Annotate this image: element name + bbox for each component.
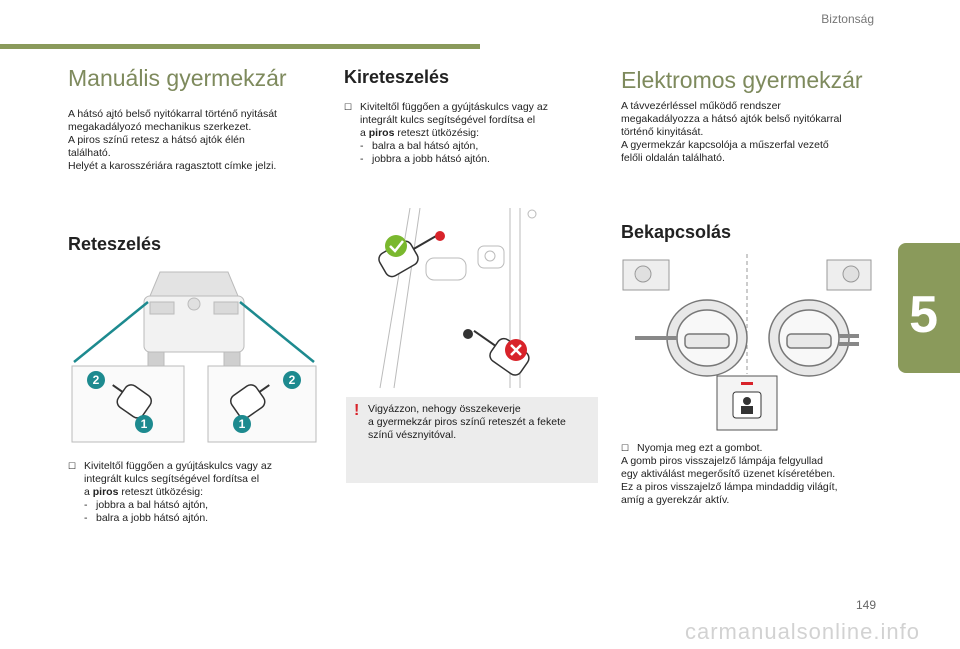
black-latch [463,329,473,339]
activation-line: Ez a piros visszajelző lámpa mindaddig v… [621,481,838,493]
chapter-number: 5 [909,286,938,344]
key-icon-right [230,384,270,419]
child-lock-button-icon [716,375,778,431]
manual-lock-intro: A hátsó ajtó belső nyitókarral történő n… [68,108,318,173]
car-rear-outline [143,271,245,369]
instruction-marker-icon: ☐ [621,443,630,453]
chapter-tab [898,243,960,373]
unlock-lead-text: Kiviteltől függően a gyújtáskulcs vagy a… [360,101,548,139]
section-label: Biztonság [821,12,874,26]
intro-line: A távvezérléssel működő rendszer [621,100,781,112]
intro-line: Helyét a karosszériára ragasztott címke … [68,160,277,172]
svg-text:2: 2 [289,373,296,387]
unlock-heading: Kireteszelés [344,67,450,87]
intro-line: található. [68,147,111,159]
unlock-item: -balra a bal hátsó ajtón, [360,140,479,152]
instruction-marker-icon: ☐ [68,461,77,471]
key-icon-left [112,384,152,419]
dashboard-button-illustration [622,254,872,431]
warning-line: a gyermekzár piros színű reteszét a feke… [368,416,566,428]
callout-2-left: 2 [87,371,105,389]
teal-guide-left [73,301,149,363]
mini-steering-wheel-left-icon [622,259,670,291]
lock-lead-text: Kiviteltől függően a gyújtáskulcs vagy a… [84,460,272,498]
lock-item: -balra a jobb hátsó ajtón. [84,512,209,524]
door-edge-illustration [378,208,537,389]
callout-2-right: 2 [283,371,301,389]
callout-1-left: 1 [135,415,153,433]
intro-line: A piros színű retesz a hátsó ajtók élén [68,134,245,146]
activation-line: A gomb piros visszajelző lámpája felgyul… [621,455,823,467]
check-icon [385,235,407,257]
intro-line: felőli oldalán található. [621,152,725,164]
activation-line: amíg a gyerekzár aktív. [621,494,730,506]
intro-line: A hátsó ajtó belső nyitókarral történő n… [68,108,277,120]
electric-lock-title: Elektromos gyermekzár [621,67,863,93]
unlock-instructions: ☐ Kiviteltől függően a gyújtáskulcs vagy… [344,101,594,166]
intro-line: megakadályozó mechanikus szerkezet. [68,121,252,133]
cross-icon [505,339,527,361]
key-icon-correct [378,235,437,278]
warning-line: színű vésznyitóval. [368,429,457,441]
mini-steering-wheel-right-icon [826,259,872,291]
intro-line: történő kinyitását. [621,126,704,138]
warning-line: Vigyázzon, nehogy összekeverje [368,403,521,415]
instruction-marker-icon: ☐ [344,102,353,112]
steering-wheel-left-icon [666,299,748,377]
activation-instructions: ☐ Nyomja meg ezt a gombot. A gomb piros v… [621,442,881,507]
activation-lead: Nyomja meg ezt a gombot. [637,442,763,454]
lock-heading: Reteszelés [68,234,162,254]
callout-1-right: 1 [233,415,251,433]
activation-heading: Bekapcsolás [621,222,732,242]
electric-lock-intro: A távvezérléssel működő rendszer megakad… [621,100,879,165]
red-latch-top [435,231,445,241]
intro-line: A gyermekzár kapcsolója a műszerfal veze… [621,139,829,151]
svg-text:1: 1 [141,417,148,431]
unlock-item: -jobbra a jobb hátsó ajtón. [360,153,490,165]
activation-line: egy aktiválást megerősítő üzenet kíséret… [621,468,836,480]
page-number: 149 [855,598,876,612]
svg-text:2: 2 [93,373,100,387]
steering-wheel-right-icon [768,299,850,377]
lock-instructions: ☐ Kiviteltől függően a gyújtáskulcs vagy… [68,460,324,525]
dash-stalk-marks [635,334,859,346]
header-accent-bar [0,44,480,49]
watermark: carmanualsonline.info [684,619,920,644]
warning-icon: ! [354,402,360,419]
intro-line: megakadályozza a hátsó ajtók belső nyitó… [621,113,842,125]
teal-guide-right [239,301,315,363]
manual-lock-title: Manuális gyermekzár [68,65,287,91]
svg-text:1: 1 [239,417,246,431]
rear-car-illustration: 2 1 2 1 [71,271,317,443]
lock-item: -jobbra a bal hátsó ajtón, [84,499,209,511]
warning-box: ! Vigyázzon, nehogy összekeverje a gyerm… [346,397,598,483]
